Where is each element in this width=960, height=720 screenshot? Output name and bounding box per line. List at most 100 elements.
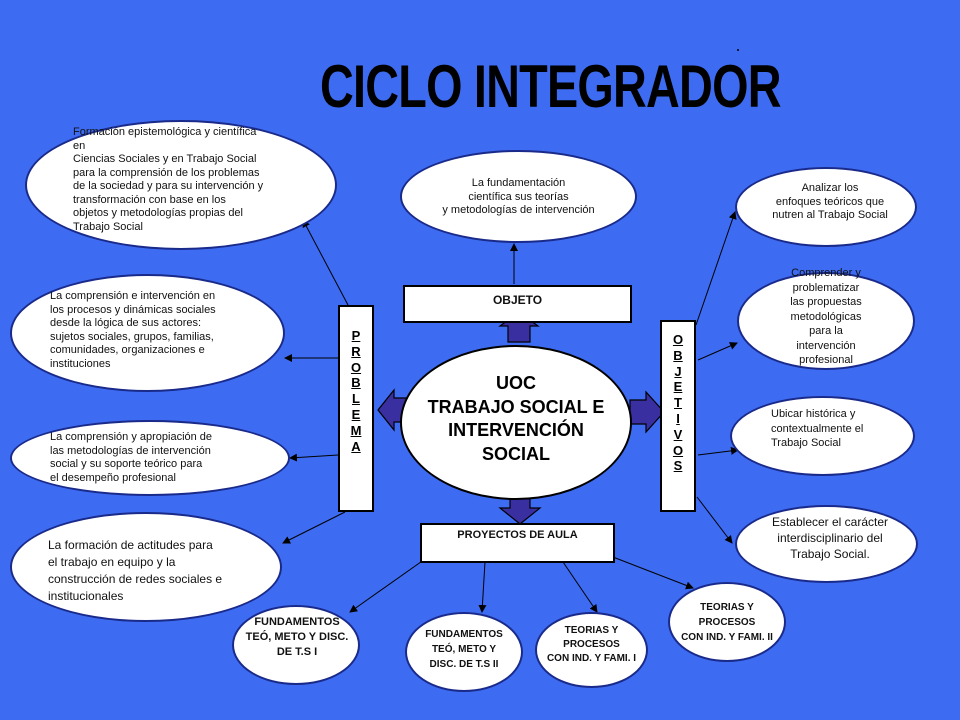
objetivos-2-line: las propuestas [790,296,862,308]
problema-3-line: las metodologías de intervención [50,444,211,457]
problema-letters: P R O B L E M A [338,328,374,454]
problema-1-line: para la comprensión de los problemas [73,166,260,179]
proyectos-3-line: TEORIAS Y [564,625,619,636]
objetivos-3-line: contextualmente el [771,422,864,435]
objetivos-letter: J [674,363,682,379]
objeto-text-line-3: y metodologías de intervención [442,204,595,216]
problema-letter: A [351,438,361,454]
problema-ellipse-1 [25,120,337,250]
objetivos-1-line: enfoques teóricos que [775,195,885,208]
problema-letter: B [351,375,361,391]
objetivos-letter: S [673,458,683,474]
problema-2-line: desde la lógica de sus actores: [50,317,202,329]
proyectos-1-line: DE T.S I [276,646,318,658]
problema-2-line: sujetos sociales, grupos, familias, [50,330,214,343]
proyectos-1-line: FUNDAMENTOS [254,616,340,628]
problema-4-line: construcción de redes sociales e [48,572,223,586]
objetivos-text-3: Ubicar histórica y contextualmente el Tr… [771,407,863,451]
problema-3-line: La comprensión y apropiación de [50,431,213,443]
objeto-label: OBJETO [492,293,543,307]
proyectos-ellipse-2 [405,612,523,692]
objetivos-letter: O [672,332,684,347]
objeto-box [403,285,632,323]
speck-dot [737,49,739,51]
problema-2-line: comunidades, organizaciones e [50,344,205,356]
block-arrow-down [498,495,542,525]
objetivos-letter: V [673,426,683,442]
problema-ellipse-2 [10,274,285,392]
problema-1-line: Formación epistemológica y científica [73,126,257,138]
problema-letter: O [350,359,362,375]
problema-letter: E [351,406,361,422]
proyectos-4-line: TEORIAS Y [700,602,754,613]
problema-letter: M [350,422,362,438]
objetivos-2-line: Comprender y [791,267,861,279]
problema-1-line: Ciencias Sociales y en Trabajo Social [73,153,257,165]
connector-proyectos-2 [478,561,487,613]
objetivos-ellipse-2 [737,272,915,370]
objetivos-letters: O B J E T I V O S [660,332,696,474]
problema-letter: R [351,343,361,359]
objetivos-2-line: profesional [799,354,853,366]
proyectos-3-line: PROCESOS [563,639,620,650]
problema-text-1: Formación epistemológica y científica en… [73,126,263,234]
proyectos-2-line: FUNDAMENTOS [425,629,503,640]
objetivos-1-line: Analizar los [801,182,859,194]
connector-problema-3 [289,453,339,462]
objetivos-ellipse-1 [735,167,917,247]
connector-problema-1 [302,219,349,306]
problema-4-line: el trabajo en equipo y la [48,555,176,569]
problema-1-line: de la sociedad y para su intervención y [73,180,264,192]
objeto-text: La fundamentación científica sus teorías… [400,177,637,218]
problema-ellipse-4 [10,512,282,622]
problema-1-line: en [73,139,86,152]
proyectos-text-2: FUNDAMENTOS TEÓ, METO Y DISC. DE T.S II [400,627,528,672]
problema-2-line: los procesos y dinámicas sociales [50,303,216,316]
objeto-ellipse [400,150,637,243]
objetivos-2-line: metodológicas [790,310,862,323]
objetivos-text-2: Comprender y problematizar las propuesta… [737,266,915,368]
objetivos-2-line: para la [809,325,843,337]
problema-text-2: La comprensión e intervención en los pro… [50,290,216,371]
proyectos-ellipse-4 [668,582,786,662]
center-line-3: INTERVENCIÓN [448,420,584,440]
objeto-text-line-2: científica sus teorías [468,190,569,203]
proyectos-4-line: PROCESOS [698,617,756,628]
objetivos-1-line: nutren al Trabajo Social [772,209,888,221]
proyectos-text-3: TEORIAS Y PROCESOS CON IND. Y FAMI. I [530,624,653,666]
proyectos-1-line: TEÓ, METO Y DISC. [245,631,349,643]
problema-letter: L [352,391,360,407]
problema-text-4: La formación de actitudes para el trabaj… [48,537,222,605]
objetivos-box [660,320,696,512]
problema-1-line: transformación con base en los [73,193,226,206]
objetivos-letter: I [676,410,680,426]
center-text: UOC TRABAJO SOCIAL E INTERVENCIÓN SOCIAL [400,372,632,466]
objetivos-letter: O [672,442,684,458]
objetivos-4-line: interdisciplinario del [777,531,883,545]
connector-objetivos-1 [695,211,737,326]
problema-1-line: objetos y metodologías propias del [73,207,243,219]
connector-proyectos-3 [562,561,598,613]
proyectos-4-line: CON IND. Y FAMI. II [681,632,773,643]
objetivos-ellipse-4 [735,505,918,583]
center-ellipse [400,345,632,500]
proyectos-3-line: CON IND. Y FAMI. I [546,653,637,664]
page-title: CICLO INTEGRADOR [320,53,781,120]
objetivos-letter: B [673,347,683,363]
center-line-2: TRABAJO SOCIAL E [427,396,605,417]
objetivos-2-line: problematizar [792,281,860,294]
problema-letter: P [351,328,361,343]
problema-3-line: el desempeño profesional [50,471,176,484]
objetivos-letter: T [674,395,682,411]
objetivos-ellipse-3 [730,396,915,476]
proyectos-text-1: FUNDAMENTOS TEÓ, METO Y DISC. DE T.S I [228,615,366,660]
proyectos-2-line: DISC. DE T.S II [429,659,499,670]
connector-objetivos-3 [697,446,739,456]
connector-objetivos-2 [697,342,738,361]
proyectos-ellipse-1 [232,605,360,685]
problema-4-line: institucionales [48,589,124,603]
problema-2-line: instituciones [50,357,111,370]
problema-box [338,305,374,512]
objetivos-text-1: Analizar los enfoques teóricos que nutre… [735,182,925,223]
objeto-text-line-1: La fundamentación [471,177,566,189]
